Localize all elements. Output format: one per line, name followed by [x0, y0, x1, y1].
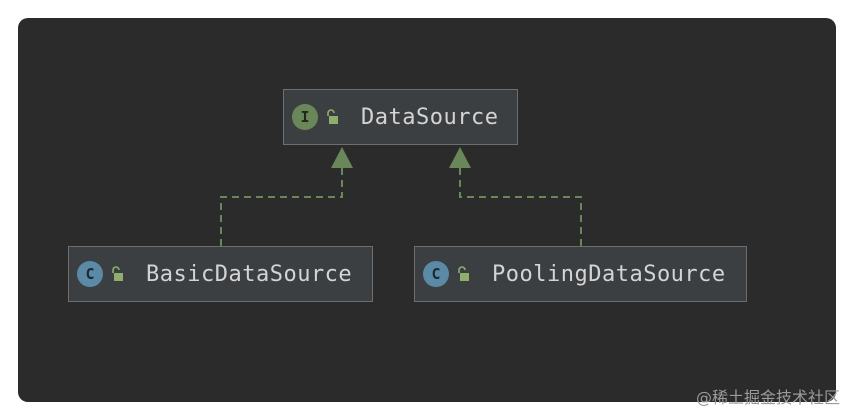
- unlock-icon: [112, 266, 123, 281]
- edge-pooling-to-datasource: [449, 147, 582, 246]
- node-datasource[interactable]: I DataSource: [283, 89, 518, 145]
- node-poolingdatasource-label: PoolingDataSource: [492, 261, 726, 287]
- watermark: @稀土掘金技术社区: [695, 388, 840, 407]
- node-basicdatasource[interactable]: C BasicDataSource: [68, 246, 373, 302]
- arrowhead-icon: [449, 147, 471, 168]
- diagram-canvas: [18, 18, 836, 402]
- unlock-icon: [458, 266, 469, 281]
- edge-basic-to-datasource: [220, 147, 353, 246]
- node-datasource-label: DataSource: [361, 104, 499, 130]
- unlock-icon: [327, 109, 338, 124]
- interface-icon: I: [292, 104, 318, 130]
- arrowhead-icon: [331, 147, 353, 168]
- class-icon: C: [77, 261, 103, 287]
- node-poolingdatasource[interactable]: C PoolingDataSource: [414, 246, 747, 302]
- class-icon: C: [423, 261, 449, 287]
- node-basicdatasource-label: BasicDataSource: [146, 261, 353, 287]
